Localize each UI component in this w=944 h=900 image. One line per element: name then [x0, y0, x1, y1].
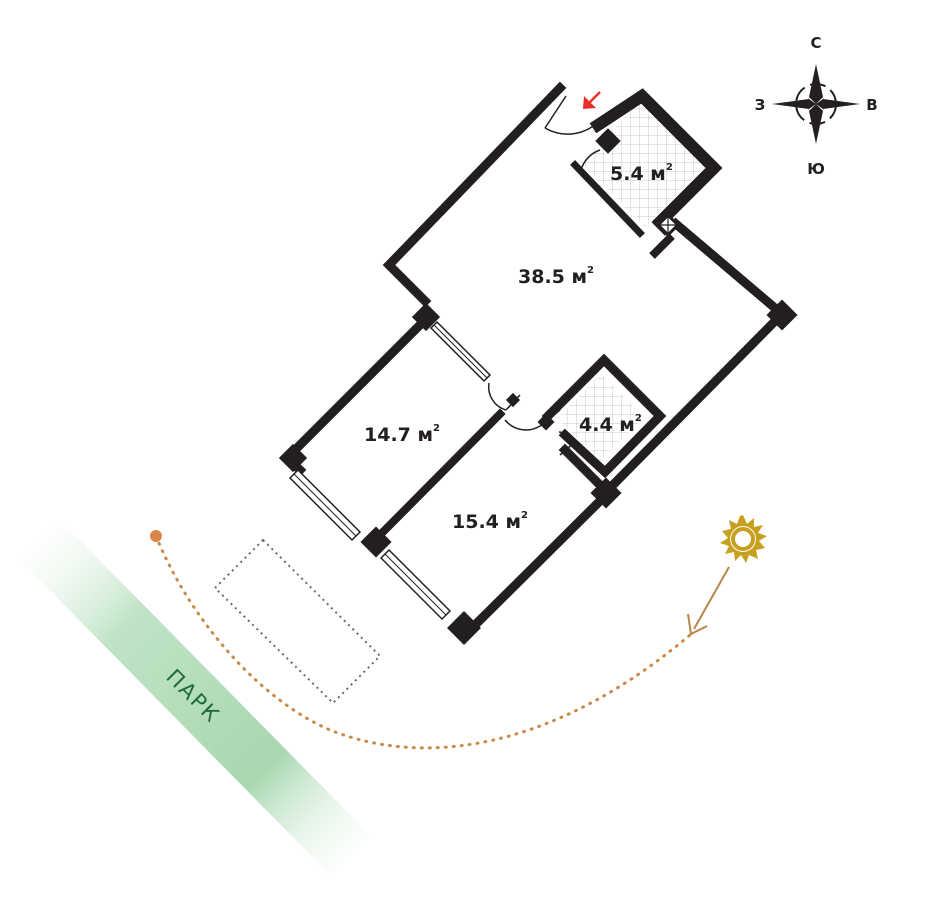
svg-text:38.5 м2: 38.5 м2	[518, 265, 594, 288]
room-living: 38.5 м2	[518, 265, 594, 288]
sun-icon	[720, 515, 767, 563]
room-bedroom-left-sup: 2	[433, 423, 440, 434]
svg-text:14.7 м2: 14.7 м2	[364, 423, 440, 446]
room-living-area: 38.5 м	[518, 266, 587, 288]
walls	[280, 81, 789, 637]
room-living-sup: 2	[587, 265, 594, 276]
room-bedroom-right-area: 15.4 м	[452, 511, 521, 533]
room-bath-top-sup: 2	[666, 162, 673, 173]
room-bedroom-left: 14.7 м2	[364, 423, 440, 446]
svg-text:5.4 м2: 5.4 м2	[610, 162, 673, 185]
ventilation-shaft	[655, 212, 681, 238]
bathroom-top-floor	[580, 100, 707, 227]
compass-north: С	[810, 34, 821, 52]
room-bath-top-area: 5.4 м	[610, 163, 666, 185]
bathroom-small-floor	[557, 374, 644, 461]
windows	[288, 320, 492, 621]
compass-east: В	[866, 96, 877, 114]
compass-rose-icon: С Ю З В	[755, 34, 878, 178]
room-bedroom-right: 15.4 м2	[452, 510, 528, 533]
parking-outline	[213, 538, 382, 705]
doors	[487, 95, 601, 456]
park-area: ПАРК	[20, 520, 370, 875]
room-bath-small-sup: 2	[635, 413, 642, 424]
room-bedroom-right-sup: 2	[521, 510, 528, 521]
sun-path	[150, 530, 730, 750]
svg-text:15.4 м2: 15.4 м2	[452, 510, 528, 533]
svg-text:4.4 м2: 4.4 м2	[579, 413, 642, 436]
wall-columns	[278, 128, 798, 645]
room-bath-small-area: 4.4 м	[579, 414, 635, 436]
room-bedroom-left-area: 14.7 м	[364, 424, 433, 446]
room-bath-top: 5.4 м2	[610, 162, 673, 185]
compass-west: З	[755, 96, 766, 114]
entrance-arrow-icon	[583, 91, 601, 109]
compass-south: Ю	[807, 160, 825, 178]
room-bath-small: 4.4 м2	[579, 413, 642, 436]
